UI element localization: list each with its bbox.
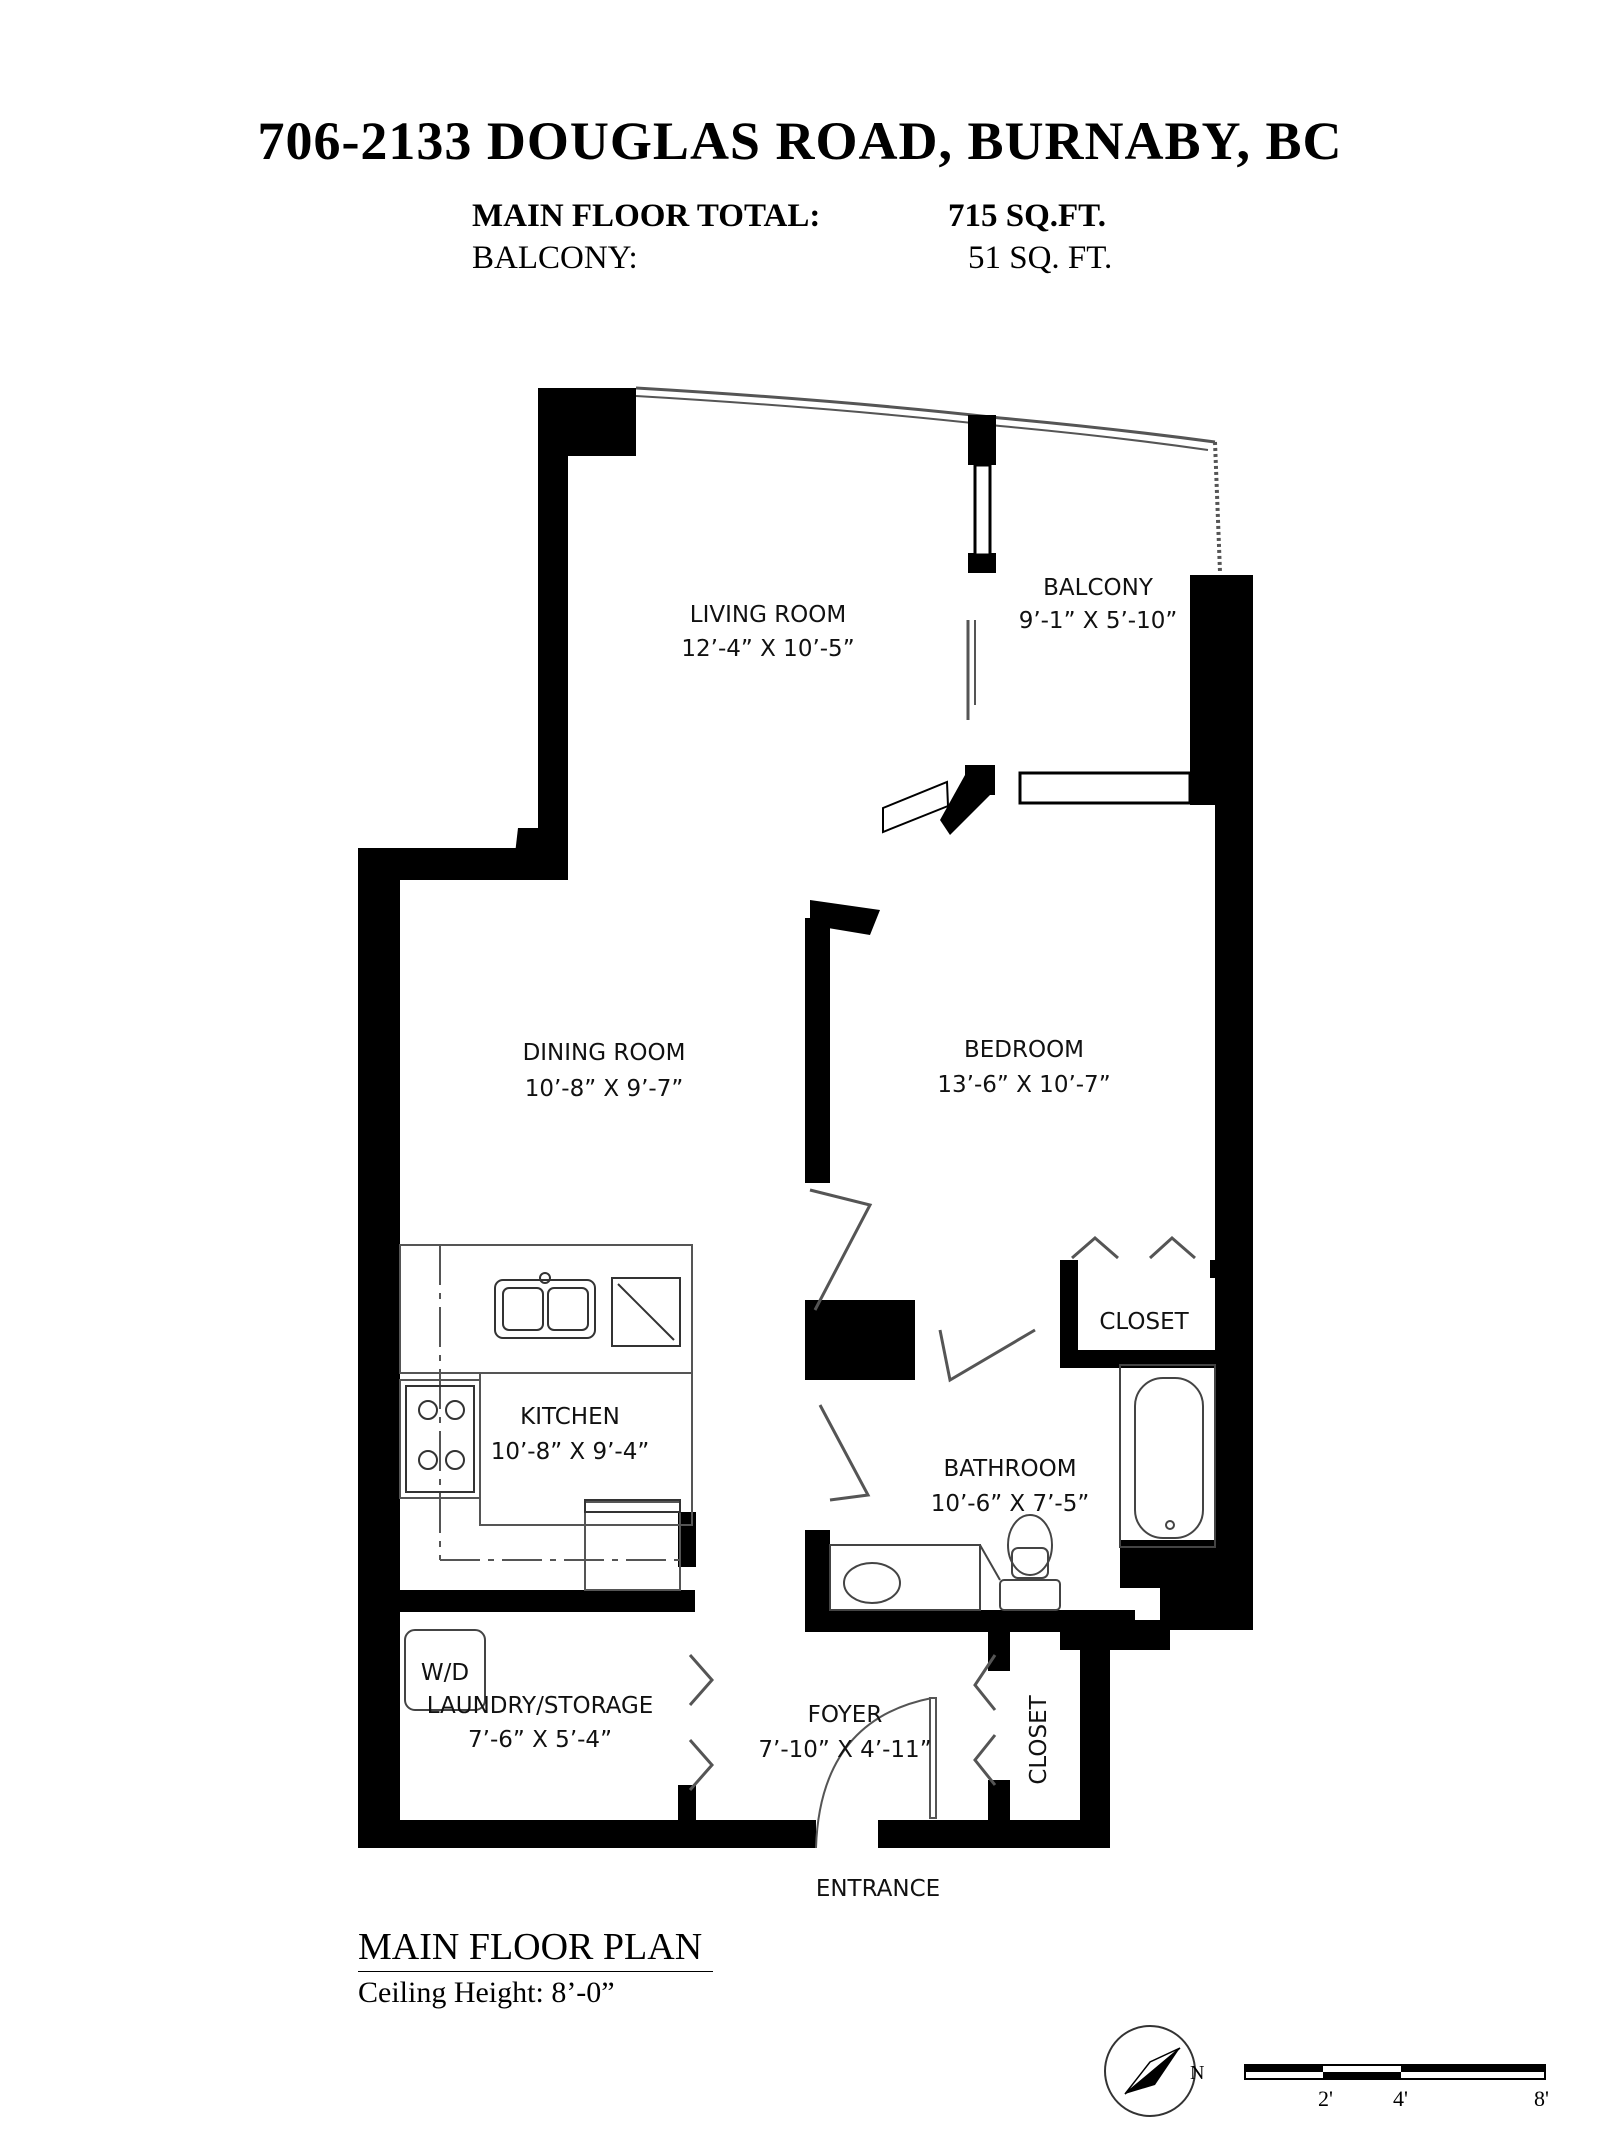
laundry-door-upper bbox=[688, 1654, 714, 1706]
laundry-name: LAUNDRY/STORAGE bbox=[427, 1693, 654, 1719]
plan-title-rule bbox=[358, 1971, 713, 1972]
living-room-name: LIVING ROOM bbox=[690, 602, 847, 628]
window-bedroom bbox=[1018, 771, 1192, 805]
main-floor-total-value: 715 SQ.FT. bbox=[948, 198, 1106, 234]
compass-north-letter: N bbox=[1190, 2062, 1204, 2084]
refrigerator bbox=[584, 1499, 681, 1513]
sliding-door-frame bbox=[973, 463, 992, 557]
foyer-dims: 7’-10” X 4’-11” bbox=[758, 1737, 931, 1763]
foyer-closet-name: CLOSET bbox=[1026, 1694, 1052, 1784]
stove bbox=[405, 1385, 475, 1493]
laundry-room bbox=[404, 1629, 486, 1711]
exterior-walls bbox=[358, 388, 1253, 1848]
plan-title: MAIN FLOOR PLAN bbox=[358, 1926, 703, 1968]
ceiling-height: Ceiling Height: 8’-0” bbox=[358, 1976, 615, 2009]
window-bedroom-angled bbox=[882, 780, 950, 834]
washer-dryer-label: W/D bbox=[421, 1660, 469, 1686]
scale-label-4: 4' bbox=[1393, 2086, 1408, 2111]
kitchen-counters bbox=[399, 1244, 693, 1591]
balcony-dims: 9’-1” X 5’-10” bbox=[1019, 608, 1178, 634]
balcony-railing bbox=[635, 386, 1216, 444]
balcony-name: BALCONY bbox=[1043, 575, 1154, 601]
entrance-label: ENTRANCE bbox=[816, 1876, 940, 1902]
foyer-closet-door-lower bbox=[973, 1734, 997, 1786]
balcony-rail-side bbox=[1213, 441, 1222, 573]
living-room-dims: 12’-4” X 10’-5” bbox=[681, 636, 854, 662]
balcony-area-value: 51 SQ. FT. bbox=[968, 240, 1113, 276]
dishwasher bbox=[611, 1277, 681, 1347]
entrance-door-swing bbox=[815, 1697, 933, 1849]
laundry-dims: 7’-6” X 5’-4” bbox=[468, 1727, 612, 1753]
bedroom-name: BEDROOM bbox=[964, 1037, 1084, 1063]
north-compass: N bbox=[1104, 2025, 1204, 2117]
foyer-closet-door-upper bbox=[973, 1654, 997, 1711]
balcony-area-label: BALCONY: bbox=[472, 240, 638, 276]
foyer-name: FOYER bbox=[808, 1702, 883, 1728]
kitchen-dims: 10’-8” X 9’-4” bbox=[491, 1439, 650, 1465]
interior-walls bbox=[400, 415, 1253, 1848]
bathroom-name: BATHROOM bbox=[943, 1456, 1076, 1482]
kitchen-sink bbox=[494, 1272, 596, 1339]
main-floor-total-label: MAIN FLOOR TOTAL: bbox=[472, 198, 821, 234]
toilet bbox=[999, 1514, 1061, 1611]
vanity-sink bbox=[829, 1544, 1001, 1611]
laundry-door-lower bbox=[688, 1739, 714, 1791]
bathroom-door-hall bbox=[818, 1404, 871, 1502]
bathtub bbox=[1119, 1364, 1216, 1548]
address-title: 706-2133 DOUGLAS ROAD, BURNABY, BC bbox=[257, 111, 1343, 171]
bedroom-dims: 13’-6” X 10’-7” bbox=[937, 1072, 1110, 1098]
closet-door-left bbox=[1071, 1236, 1119, 1260]
scale-bar: 2' 4' 8' bbox=[1244, 2064, 1549, 2111]
bedroom-closet-name: CLOSET bbox=[1099, 1309, 1189, 1335]
washer-dryer bbox=[404, 1629, 486, 1711]
bathroom-door-bedroom bbox=[938, 1328, 1036, 1383]
dining-room-dims: 10’-8” X 9’-7” bbox=[525, 1076, 684, 1102]
bathroom-dims: 10’-6” X 7’-5” bbox=[931, 1491, 1090, 1517]
scale-label-2: 2' bbox=[1318, 2086, 1333, 2111]
closet-door-right bbox=[1148, 1235, 1196, 1260]
bedroom-door bbox=[809, 1188, 873, 1311]
dining-room-name: DINING ROOM bbox=[523, 1040, 686, 1066]
kitchen-name: KITCHEN bbox=[520, 1404, 620, 1430]
entrance-door bbox=[929, 1697, 937, 1819]
window-living bbox=[635, 395, 1209, 451]
scale-label-8: 8' bbox=[1534, 2086, 1549, 2111]
